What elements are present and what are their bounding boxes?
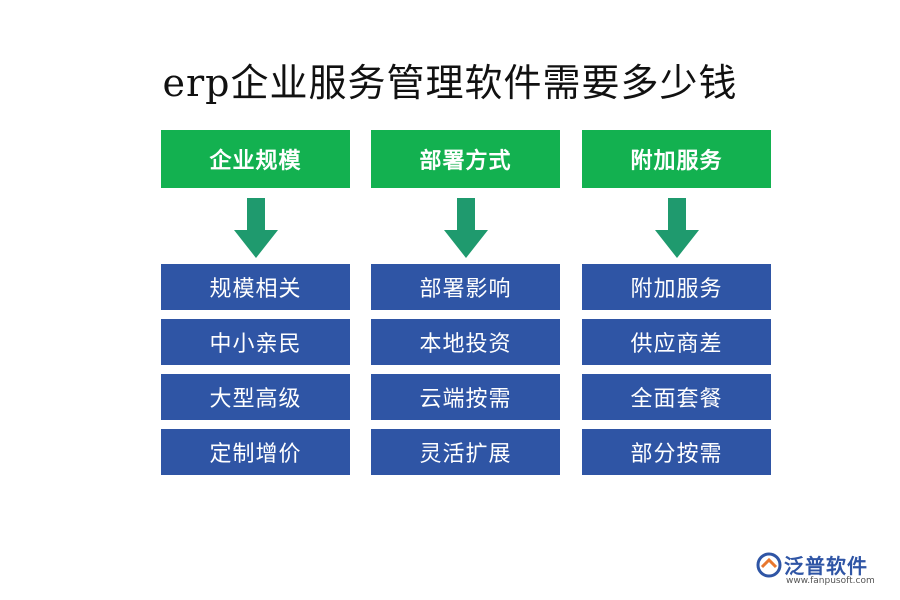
column-company-scale: 企业规模 规模相关 中小亲民 大型高级 定制增价 xyxy=(161,130,350,484)
list-item: 规模相关 xyxy=(161,264,350,310)
logo-icon xyxy=(756,552,782,578)
down-arrow-icon xyxy=(371,188,560,264)
down-arrow-icon xyxy=(582,188,771,264)
list-item: 附加服务 xyxy=(582,264,771,310)
list-item: 大型高级 xyxy=(161,374,350,420)
list-item: 中小亲民 xyxy=(161,319,350,365)
list-item: 部署影响 xyxy=(371,264,560,310)
list-item: 全面套餐 xyxy=(582,374,771,420)
list-item: 供应商差 xyxy=(582,319,771,365)
column-deployment: 部署方式 部署影响 本地投资 云端按需 灵活扩展 xyxy=(371,130,560,484)
page-title: erp企业服务管理软件需要多少钱 xyxy=(162,61,738,105)
logo-url: www.fanpusoft.com xyxy=(786,576,875,586)
brand-logo: 泛普软件 www.fanpusoft.com xyxy=(756,550,886,590)
list-item: 本地投资 xyxy=(371,319,560,365)
list-item: 定制增价 xyxy=(161,429,350,475)
column-header: 部署方式 xyxy=(371,130,560,188)
column-addon-services: 附加服务 附加服务 供应商差 全面套餐 部分按需 xyxy=(582,130,771,484)
list-item: 云端按需 xyxy=(371,374,560,420)
column-header: 企业规模 xyxy=(161,130,350,188)
list-item: 部分按需 xyxy=(582,429,771,475)
list-item: 灵活扩展 xyxy=(371,429,560,475)
down-arrow-icon xyxy=(161,188,350,264)
column-header: 附加服务 xyxy=(582,130,771,188)
logo-name: 泛普软件 xyxy=(784,554,868,578)
